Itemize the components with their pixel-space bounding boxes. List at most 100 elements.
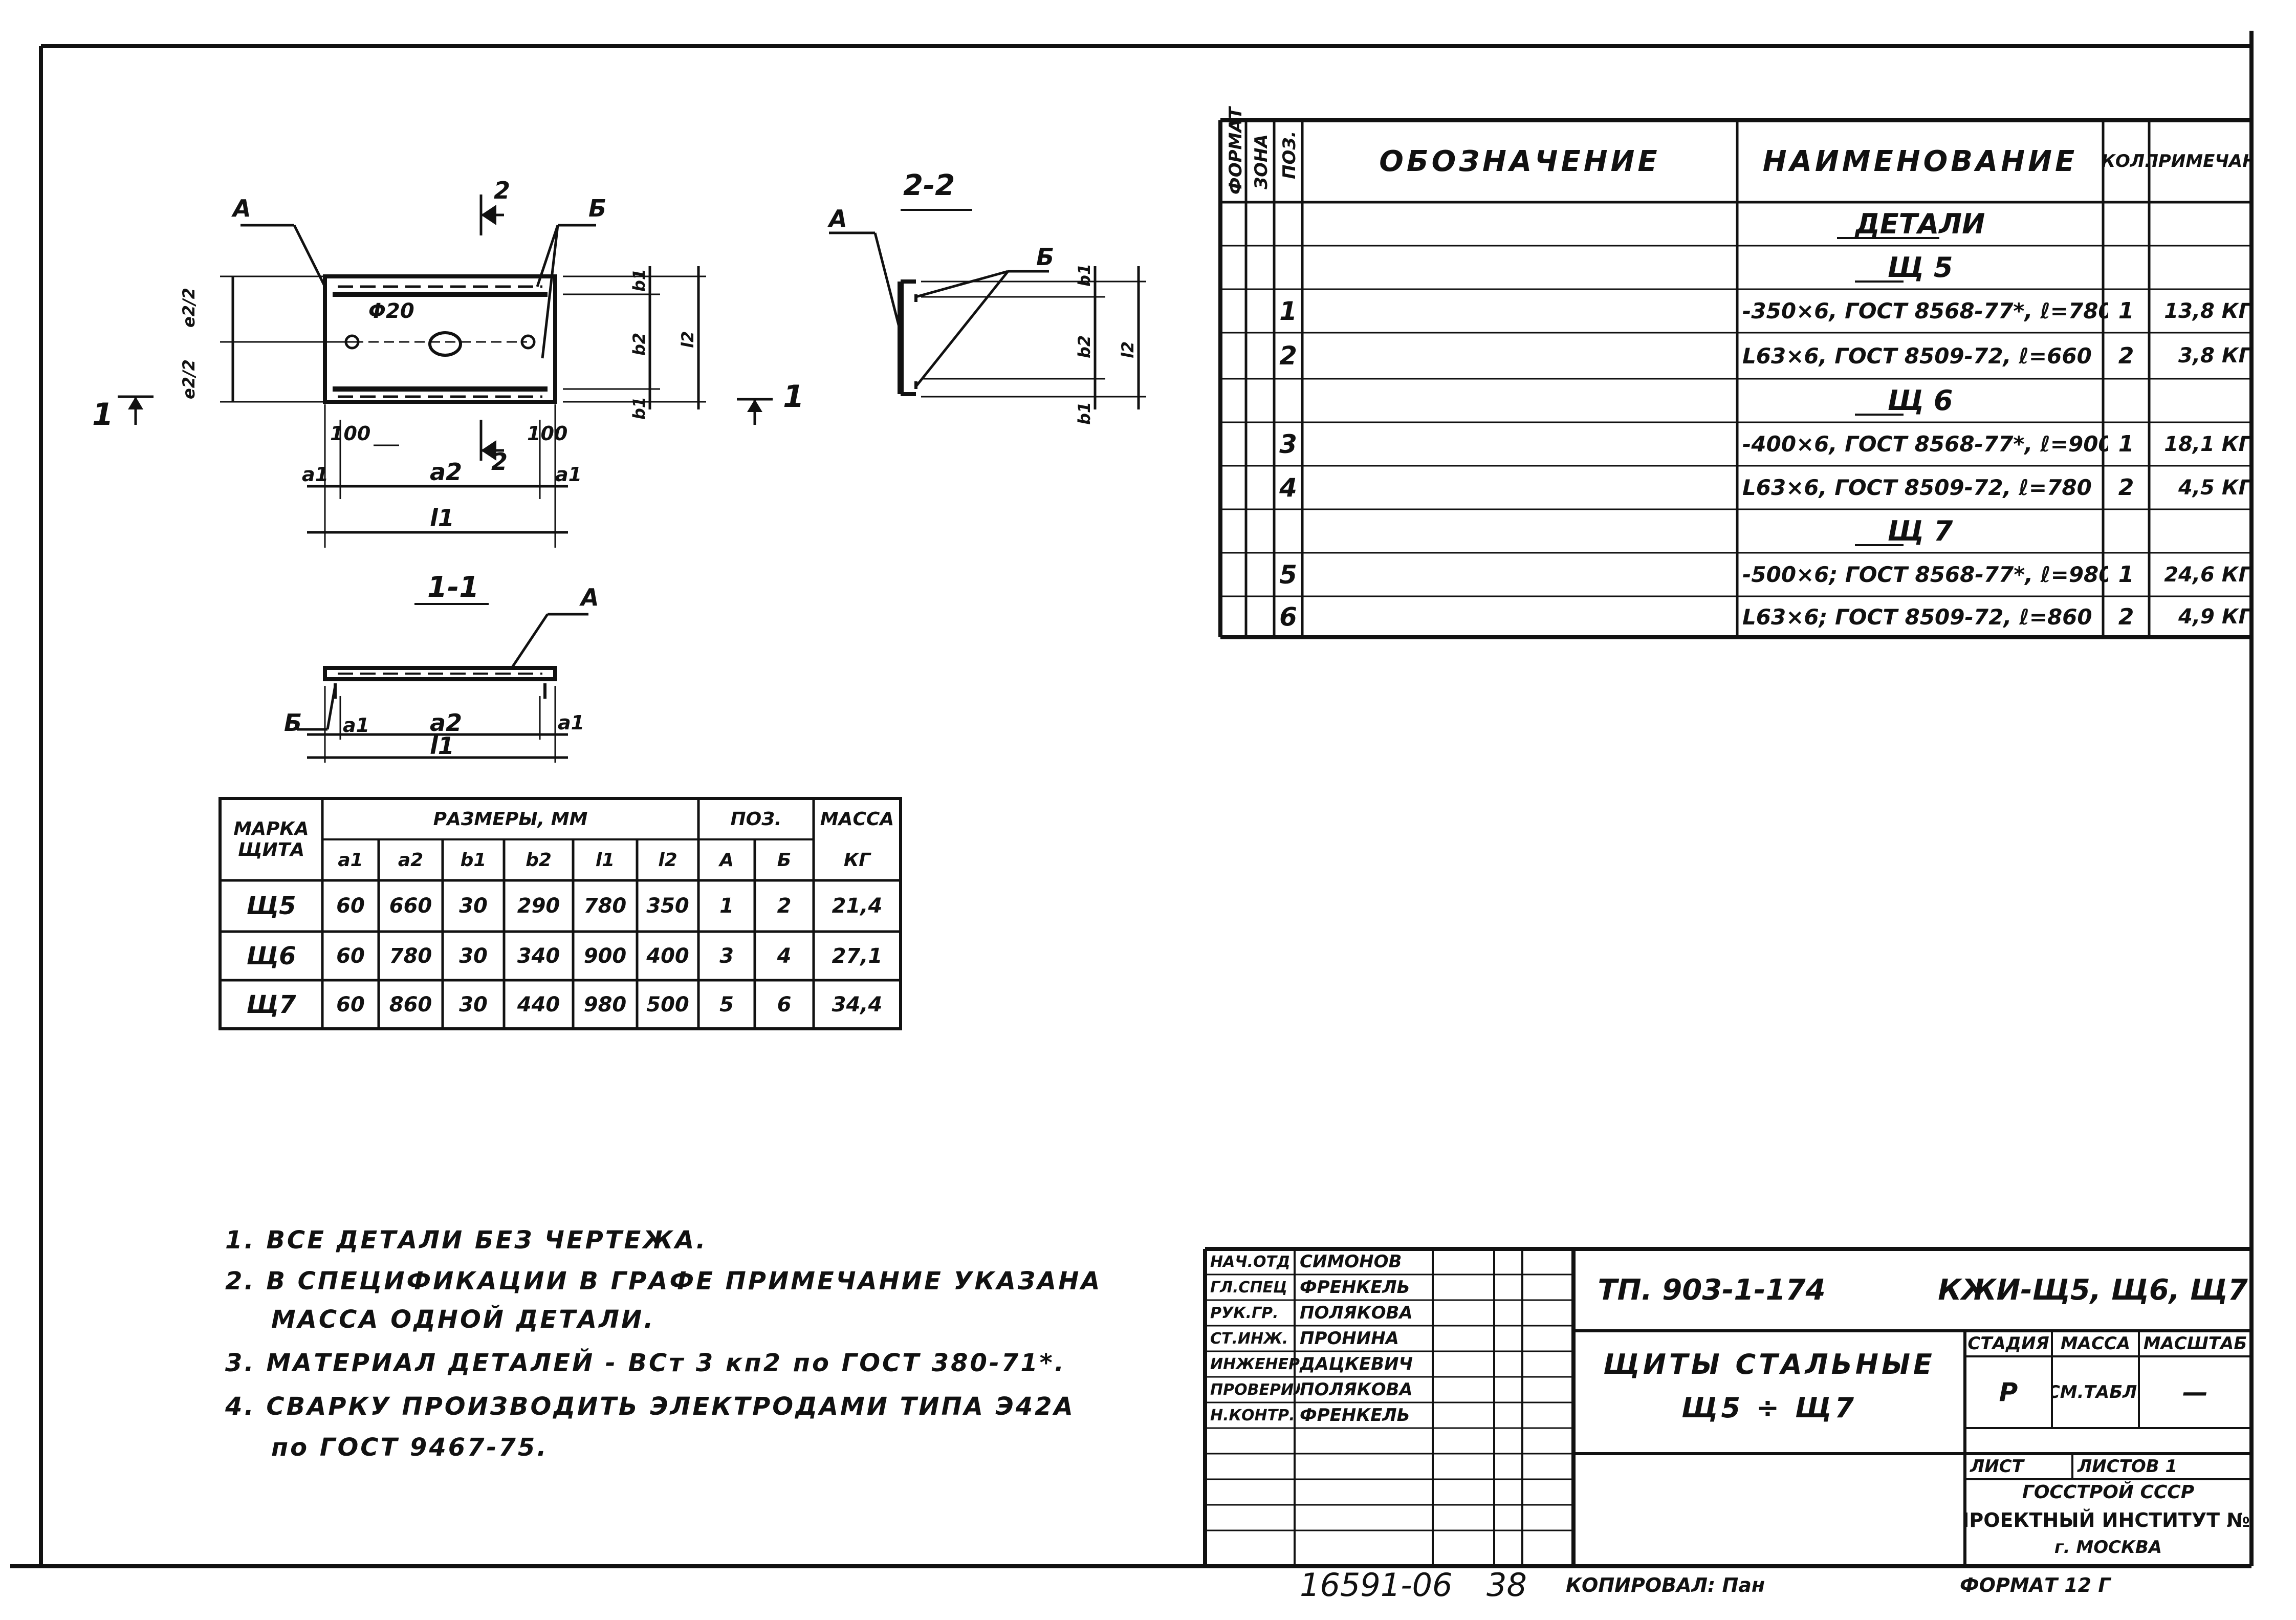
dim-b1-top-plan: b1	[629, 268, 649, 292]
section-mark-1-right: 1	[783, 379, 804, 415]
signature-role: СТ.ИНЖ.	[1210, 1329, 1288, 1348]
dims-col-header: Б	[777, 849, 792, 871]
dim-b2-plan: b2	[629, 332, 649, 356]
scale-value: —	[2182, 1377, 2208, 1407]
signature-name: СИМОНОВ	[1300, 1251, 1402, 1272]
spec-row-qty	[2103, 509, 2149, 553]
stage-value: Р	[1999, 1377, 2018, 1407]
dims-cell: 780	[389, 944, 432, 968]
signature-name: ФРЕНКЕЛЬ	[1300, 1405, 1410, 1425]
dims-cell: 27,1	[832, 944, 883, 968]
spec-row-note: 4,5 КГ	[2178, 476, 2251, 500]
drawing-title-line1: ЩИТЫ СТАЛЬНЫЕ	[1603, 1348, 1935, 1380]
section-mark-1-left: 1	[92, 397, 114, 433]
section-mark-2-top: 2	[494, 177, 511, 204]
dims-cell: 980	[583, 992, 627, 1017]
dim-e2-half-top: e2/2	[179, 288, 199, 328]
sheet-label: ЛИСТ	[1970, 1456, 2024, 1477]
spec-row-pos	[1274, 202, 1302, 246]
dims-cell: 30	[459, 894, 488, 918]
dims-cell: 900	[583, 944, 627, 968]
note-2-cont: МАССА ОДНОЙ ДЕТАЛИ.	[271, 1305, 655, 1334]
dim-b2-section22: b2	[1075, 335, 1094, 358]
dim-b1-bottom-section22: b1	[1075, 401, 1094, 425]
dim-l2-plan: l2	[678, 331, 697, 348]
spec-row-pos: 6	[1279, 602, 1297, 632]
org-institute: ПРОЕКТНЫЙ ИНСТИТУТ №2	[1965, 1509, 2251, 1531]
section-1-1-title: 1-1	[427, 571, 479, 604]
section-mark-2-bottom: 2	[491, 448, 508, 476]
dims-header-sizes: РАЗМЕРЫ, ММ	[433, 808, 588, 830]
signature-name: ПРОНИНА	[1300, 1328, 1399, 1349]
spec-header-qty: КОЛ.	[2103, 151, 2149, 171]
note-3: 3. МАТЕРИАЛ ДЕТАЛЕЙ - ВСт 3 кп2 по ГОСТ …	[225, 1349, 1066, 1377]
dims-row-mark: Щ5	[246, 892, 296, 920]
dims-row-mark: Щ7	[246, 990, 296, 1019]
spec-row-note	[2149, 202, 2259, 246]
dim-a2-section11: a2	[430, 709, 463, 737]
spec-row-qty: 1	[2118, 561, 2134, 588]
dims-cell: 3	[719, 944, 734, 968]
signature-role: ПРОВЕРИЛ	[1210, 1380, 1300, 1399]
scale-label: МАСШТАБ	[2143, 1333, 2247, 1354]
spec-row-name: L63×6; ГОСТ 8509-72, ℓ=860	[1742, 604, 2092, 630]
note-1: 1. ВСЕ ДЕТАЛИ БЕЗ ЧЕРТЕЖА.	[225, 1226, 708, 1255]
spec-row-note: 4,9 КГ	[2178, 605, 2251, 629]
mass-label: МАССА	[2060, 1333, 2131, 1354]
dims-cell: 34,4	[832, 992, 883, 1017]
spec-row-pos	[1274, 246, 1302, 289]
dims-cell: 30	[459, 992, 488, 1017]
spec-row-pos: 1	[1279, 296, 1297, 326]
spec-row-note	[2149, 246, 2259, 289]
dims-cell: 60	[336, 944, 365, 968]
note-4-cont: по ГОСТ 9467-75.	[271, 1433, 549, 1462]
spec-row-note: 24,6 КГ	[2164, 563, 2251, 587]
dims-header-mark: МАРКА ЩИТА	[233, 818, 309, 860]
archive-number: 16591-06	[1300, 1566, 1453, 1604]
spec-header-designation: ОБОЗНАЧЕНИЕ	[1379, 144, 1660, 178]
spec-header-format: ФОРМАТ	[1226, 107, 1246, 195]
dim-e2-half-bottom: e2/2	[179, 359, 199, 399]
spec-row-name: ДЕТАЛИ	[1855, 208, 1985, 240]
spec-row-name: Щ 7	[1887, 515, 1953, 547]
sheets-count-label: ЛИСТОВ 1	[2078, 1456, 2178, 1477]
dims-col-header: А	[719, 849, 734, 871]
dims-cell: 60	[336, 894, 365, 918]
dims-cell: 340	[517, 944, 560, 968]
label-a-plan: А	[233, 195, 251, 222]
dims-cell: 350	[646, 894, 689, 918]
dims-cell: 660	[389, 894, 432, 918]
label-b-plan: Б	[588, 195, 607, 222]
spec-header-zone: ЗОНА	[1251, 134, 1272, 189]
spec-row-pos: 3	[1279, 429, 1297, 459]
section-2-2-title: 2-2	[903, 169, 955, 202]
dim-a1-left-section11: a1	[343, 714, 370, 737]
spec-row-note: 18,1 КГ	[2164, 432, 2251, 456]
drawing-title-line2: Щ5 ÷ Щ7	[1681, 1391, 1857, 1424]
label-b-section22: Б	[1036, 243, 1055, 271]
copied-by: КОПИРОВАЛ: Пан	[1566, 1574, 1765, 1596]
spec-row-pos	[1274, 509, 1302, 553]
note-4: 4. СВАРКУ ПРОИЗВОДИТЬ ЭЛЕКТРОДАМИ ТИПА Э…	[225, 1392, 1075, 1421]
dims-header-pos: ПОЗ.	[730, 808, 782, 830]
dims-cell: 290	[517, 894, 560, 918]
label-a-section22: А	[829, 205, 847, 232]
dim-b1-top-section22: b1	[1075, 263, 1094, 287]
signature-role: Н.КОНТР.	[1210, 1406, 1295, 1424]
spec-row-name: Щ 6	[1887, 384, 1953, 417]
spec-row-note	[2149, 509, 2259, 553]
signature-role: РУК.ГР.	[1210, 1304, 1279, 1322]
label-b-section11: Б	[284, 709, 302, 737]
signature-name: ПОЛЯКОВА	[1300, 1379, 1413, 1400]
project-number: ТП. 903-1-174	[1598, 1273, 1826, 1307]
spec-row-note: 13,8 КГ	[2164, 299, 2251, 323]
dims-col-header: l1	[595, 849, 615, 871]
stage-label: СТАДИЯ	[1967, 1333, 2049, 1354]
spec-row-qty: 2	[2118, 474, 2134, 501]
dims-cell: 1	[719, 894, 734, 918]
spec-row-pos: 4	[1279, 472, 1297, 503]
dims-row-mark: Щ6	[246, 941, 296, 970]
spec-row-name: Щ 5	[1887, 251, 1953, 284]
spec-row-qty	[2103, 202, 2149, 246]
spec-row-note: 3,8 КГ	[2178, 344, 2251, 368]
